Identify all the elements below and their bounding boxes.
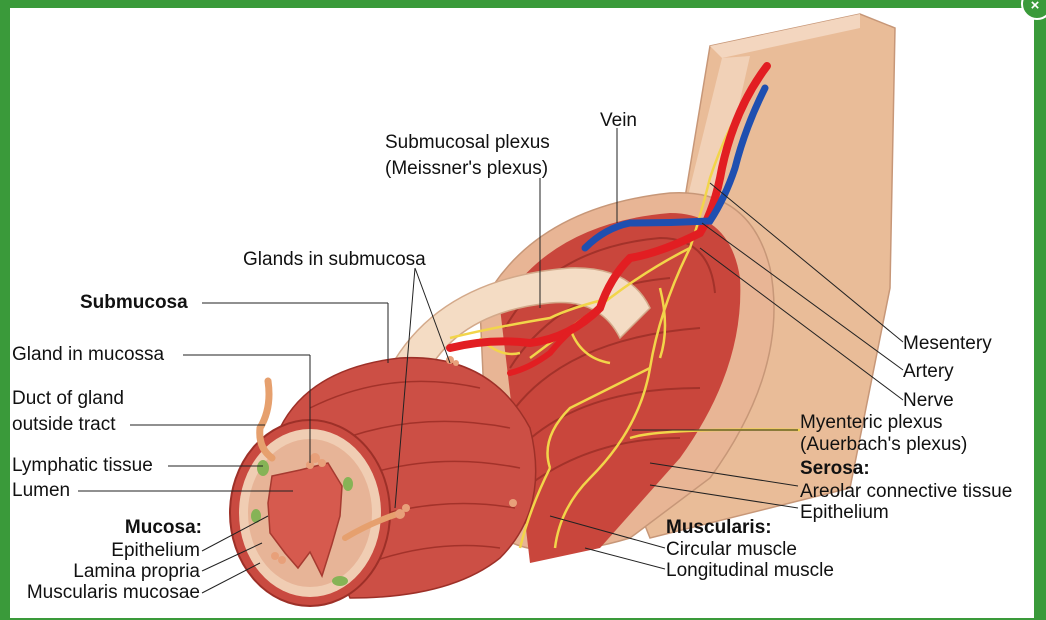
label-serosa: Serosa: xyxy=(800,458,870,479)
artery-branch xyxy=(507,305,603,376)
label-myenteric-2: (Auerbach's plexus) xyxy=(800,434,967,455)
label-lamina-propria: Lamina propria xyxy=(73,561,200,582)
label-mesentery: Mesentery xyxy=(903,333,992,354)
label-glands-in-submucosa: Glands in submucosa xyxy=(243,249,426,270)
labels: Vein Submucosal plexus (Meissner's plexu… xyxy=(12,110,1012,603)
close-button[interactable]: × xyxy=(1021,0,1046,20)
vein-vessel xyxy=(581,84,769,252)
label-duct-1: Duct of gland xyxy=(12,388,124,409)
label-myenteric-1: Myenteric plexus xyxy=(800,412,943,433)
label-submucosal-plexus-2: (Meissner's plexus) xyxy=(385,158,548,179)
artery-vessel xyxy=(446,62,771,352)
label-muscularis-mucosae: Muscularis mucosae xyxy=(27,582,200,603)
label-gland-in-mucosa: Gland in mucossa xyxy=(12,344,165,365)
label-epithelium-serosa: Epithelium xyxy=(800,502,889,523)
leader-lines xyxy=(78,128,904,594)
gland-duct xyxy=(256,377,403,541)
digestive-tract-diagram: Vein Submucosal plexus (Meissner's plexu… xyxy=(12,13,1012,607)
label-submucosa: Submucosa xyxy=(80,292,188,313)
label-nerve: Nerve xyxy=(903,390,954,411)
label-lymphatic-tissue: Lymphatic tissue xyxy=(12,455,153,476)
label-epithelium-mucosa: Epithelium xyxy=(111,540,200,561)
label-areolar: Areolar connective tissue xyxy=(800,481,1012,502)
diagram-canvas: Vein Submucosal plexus (Meissner's plexu… xyxy=(10,8,1034,618)
lymphatic-nodules xyxy=(251,460,353,586)
close-icon: × xyxy=(1030,0,1040,14)
label-duct-2: outside tract xyxy=(12,414,116,435)
submucosa-layer xyxy=(389,267,651,390)
label-longitudinal-muscle: Longitudinal muscle xyxy=(666,560,834,581)
label-muscularis: Muscularis: xyxy=(666,517,772,538)
label-submucosal-plexus-1: Submucosal plexus xyxy=(385,132,550,153)
label-vein: Vein xyxy=(600,110,637,131)
label-artery: Artery xyxy=(903,361,954,382)
gland-tufts xyxy=(271,356,517,564)
label-lumen: Lumen xyxy=(12,480,70,501)
label-circular-muscle: Circular muscle xyxy=(666,539,797,560)
label-mucosa: Mucosa: xyxy=(125,517,202,538)
